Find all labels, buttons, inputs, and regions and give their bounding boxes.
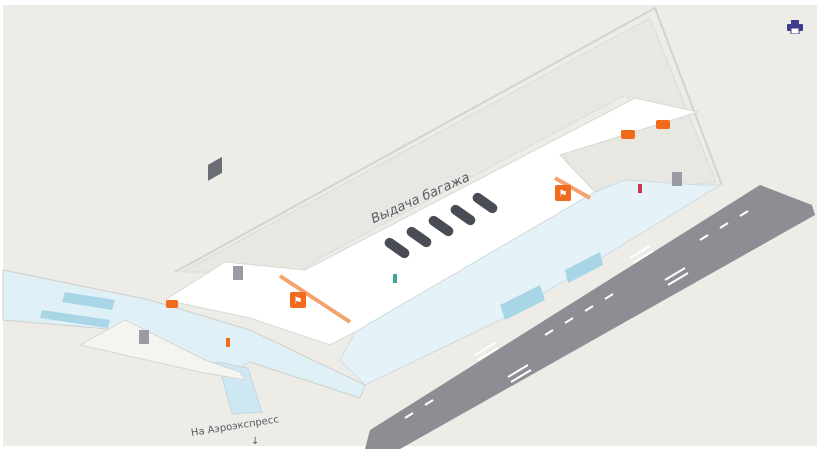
taxi-icon[interactable] <box>166 300 178 308</box>
carousel-2[interactable] <box>405 225 434 249</box>
elevator-icon <box>139 172 682 344</box>
apron-markings <box>404 210 749 419</box>
lost-baggage-icon[interactable] <box>656 120 670 129</box>
carousel-3[interactable] <box>427 214 456 238</box>
glass-wall <box>40 310 110 328</box>
customs-line <box>278 274 352 324</box>
glass-wall <box>500 285 545 320</box>
wall-block <box>78 319 247 381</box>
exit-icon[interactable] <box>621 130 635 139</box>
building-outline <box>174 6 723 273</box>
person-icon <box>226 184 642 347</box>
carousel-5[interactable] <box>471 191 500 215</box>
escalator-icon <box>208 156 222 181</box>
customs-line <box>554 176 591 200</box>
print-button[interactable] <box>787 20 803 34</box>
arrival-zone-floor <box>339 179 722 386</box>
apron <box>365 185 815 449</box>
printer-icon <box>787 20 803 34</box>
carousel-4[interactable] <box>449 203 478 227</box>
svg-text:⚑: ⚑ <box>294 296 303 307</box>
svg-text:⚑: ⚑ <box>559 189 568 200</box>
customs-icon[interactable]: ⚑ <box>555 185 571 201</box>
customs-icon[interactable]: ⚑ <box>290 292 306 308</box>
baggage-carousels <box>383 191 500 260</box>
arrow-down-icon: ↓ <box>251 436 260 447</box>
glass-wall <box>565 252 603 283</box>
glass-wall <box>62 292 115 310</box>
carousel-1[interactable] <box>383 236 412 260</box>
